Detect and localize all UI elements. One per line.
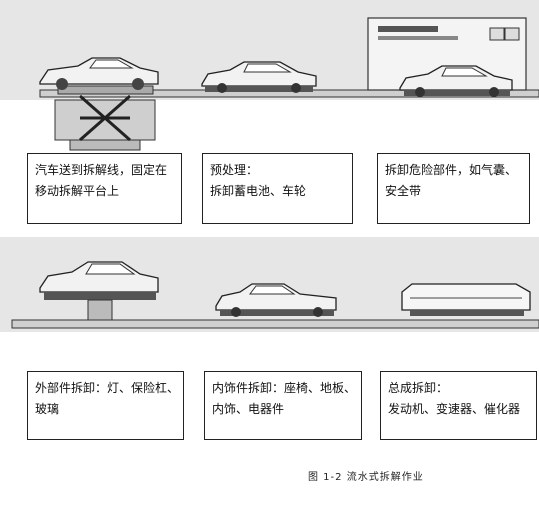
step-3-line-2: 安全带 bbox=[385, 184, 422, 198]
step-5-line-2: 内饰、电器件 bbox=[212, 402, 285, 416]
step-5-line-1: 内饰件拆卸：座椅、地板、 bbox=[212, 381, 357, 395]
step-3-line-1: 拆卸危险部件，如气囊、 bbox=[385, 163, 518, 177]
step-2-line-2: 拆卸蓄电池、车轮 bbox=[210, 184, 307, 198]
car-interior-removal bbox=[215, 283, 337, 317]
figure-caption: 图 1-2 流水式拆解作业 bbox=[308, 472, 424, 483]
step-4-line-1: 外部件拆卸：灯、保险杠、 bbox=[35, 381, 180, 395]
step-1-line-1: 汽车送到拆解线，固定在 bbox=[35, 163, 168, 177]
car-hazard-removal bbox=[399, 65, 513, 97]
conveyor-rail-bottom bbox=[11, 319, 539, 329]
bare-body-shell bbox=[401, 283, 531, 316]
step-box-5: 内饰件拆卸：座椅、地板、 内饰、电器件 bbox=[204, 371, 362, 440]
step-6-line-1: 总成拆卸： bbox=[388, 381, 449, 395]
step-box-4: 外部件拆卸：灯、保险杠、 玻璃 bbox=[27, 371, 184, 440]
car-exterior-removal bbox=[39, 261, 159, 321]
car-preprocessing bbox=[201, 61, 317, 93]
step-6-line-2: 发动机、变速器、催化器 bbox=[388, 402, 521, 416]
scissor-lift bbox=[54, 85, 156, 151]
step-1-line-2: 移动拆解平台上 bbox=[35, 184, 120, 198]
step-box-3: 拆卸危险部件，如气囊、 安全带 bbox=[377, 153, 530, 224]
step-box-2: 预处理： 拆卸蓄电池、车轮 bbox=[202, 153, 353, 224]
step-box-6: 总成拆卸： 发动机、变速器、催化器 bbox=[380, 371, 537, 440]
step-4-line-2: 玻璃 bbox=[35, 402, 60, 416]
car-on-lift bbox=[39, 57, 159, 90]
step-box-1: 汽车送到拆解线，固定在 移动拆解平台上 bbox=[27, 153, 182, 224]
step-2-line-1: 预处理： bbox=[210, 163, 259, 177]
